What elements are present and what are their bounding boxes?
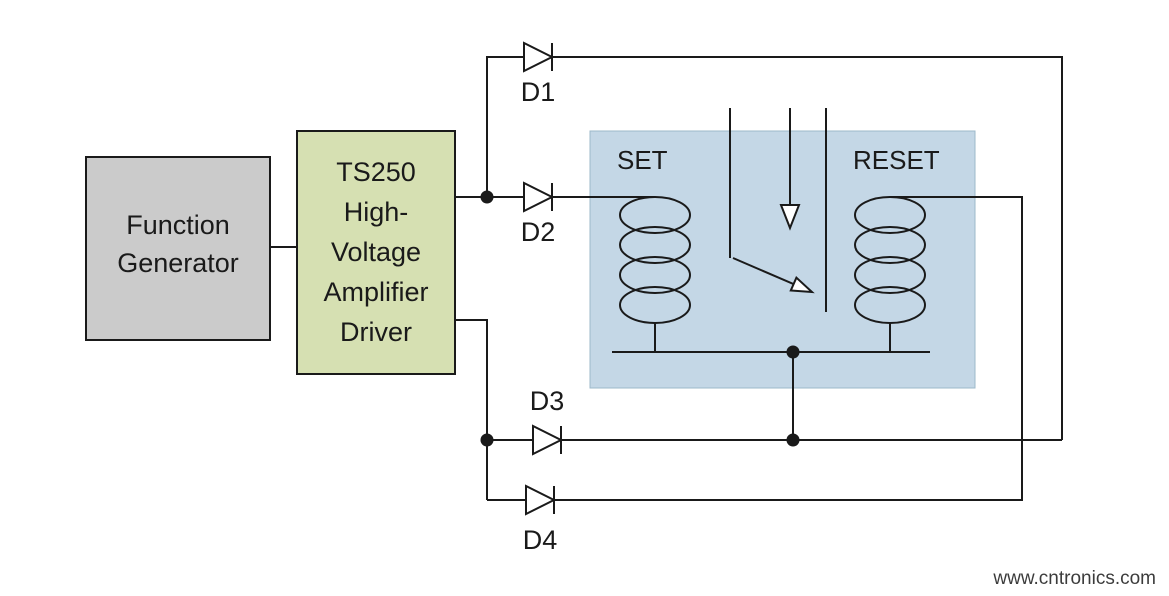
diode-triangle <box>523 181 555 213</box>
wire-d1-branch <box>486 56 1063 440</box>
diode-d4 <box>525 484 557 516</box>
function-generator-label-line1: Function <box>126 210 230 240</box>
function-generator-block <box>85 156 271 341</box>
diode-d1 <box>523 41 555 73</box>
coil-loop <box>854 226 926 264</box>
wire-d4-branch <box>487 196 1023 501</box>
actuator-arrow-icon <box>779 204 801 231</box>
amplifier-label-line2: High- <box>344 197 409 227</box>
amplifier-label-line5: Driver <box>340 317 412 347</box>
amplifier-label-line4: Amplifier <box>323 277 428 307</box>
junction-dot <box>786 345 800 359</box>
diode-d4-label: D4 <box>523 525 558 555</box>
amplifier-label-line3: Voltage <box>331 237 421 267</box>
coil-loop <box>854 256 926 294</box>
function-generator-label-line2: Generator <box>117 248 239 278</box>
coil-loop <box>854 286 926 324</box>
junction-dot <box>480 433 494 447</box>
diode-triangle <box>525 484 557 516</box>
coil-loop <box>619 226 691 264</box>
wire-amplifier-lower-output <box>455 319 488 500</box>
switch-contact-arrow-icon <box>789 276 815 294</box>
watermark-text: www.cntronics.com <box>992 568 1156 589</box>
diode-d3-label: D3 <box>530 386 565 416</box>
diode-d3 <box>532 424 564 456</box>
coil-loop <box>619 196 691 234</box>
relay-switch <box>729 108 827 312</box>
reset-coil <box>854 196 926 324</box>
amplifier-block <box>296 130 456 375</box>
diode-d2 <box>523 181 555 213</box>
junction-dot <box>786 433 800 447</box>
diode-d2-label: D2 <box>521 217 556 247</box>
coil-loop <box>619 256 691 294</box>
reset-coil-label: RESET <box>853 145 940 175</box>
coil-loop <box>854 196 926 234</box>
amplifier-label-line1: TS250 <box>336 157 416 187</box>
diode-triangle <box>532 424 564 456</box>
set-coil-label: SET <box>617 145 668 175</box>
diode-d1-label: D1 <box>521 77 556 107</box>
wire-relay-bottom-rail <box>612 323 930 353</box>
coil-loop <box>619 286 691 324</box>
diode-triangle <box>523 41 555 73</box>
set-coil <box>619 196 691 324</box>
junction-dot <box>480 190 494 204</box>
